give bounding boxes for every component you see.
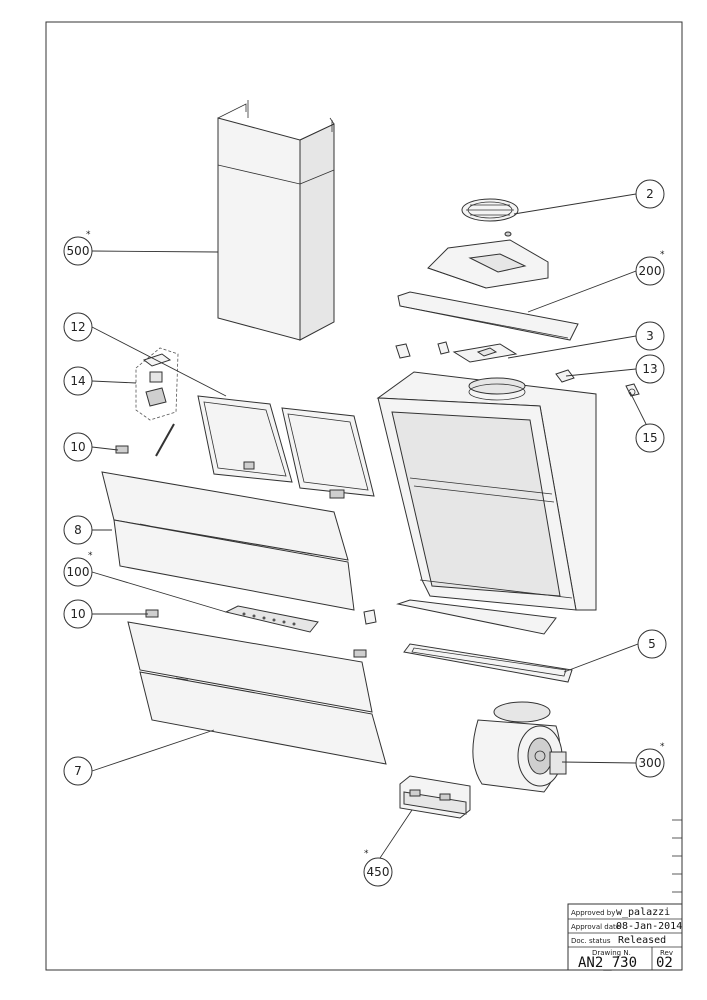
part-top-plate: [427, 239, 549, 289]
doc-status-label: Doc. status: [571, 937, 611, 945]
rev-label: Rev: [660, 949, 673, 957]
callout-7: 7: [63, 756, 93, 786]
doc-status-value: Released: [618, 935, 666, 946]
callout-450-label: 450: [367, 865, 390, 879]
part-grille: [461, 198, 519, 237]
callout-15-label: 15: [642, 431, 657, 445]
callout-300-label: 300: [639, 756, 662, 770]
callout-5-label: 5: [648, 637, 656, 651]
callout-12: 12: [63, 312, 93, 342]
rev-value: 02: [656, 955, 673, 971]
callout-10-lower-label: 10: [70, 607, 85, 621]
part-small-clips: [145, 609, 377, 658]
part-glass-panel-upper: [101, 471, 355, 611]
callout-200-star: *: [660, 250, 665, 260]
drawing-n-label: Drawing N.: [592, 949, 631, 957]
margin-ticks: [672, 819, 682, 893]
approved-by-value: w_palazzi: [616, 907, 670, 918]
callout-100: 100 *: [63, 551, 93, 587]
part-clip-10-upper: [115, 445, 129, 454]
drawing-n-value: AN2_730: [578, 955, 637, 971]
approved-by-label: Approved by: [571, 909, 615, 917]
callout-2: 2: [635, 179, 665, 209]
callout-3: 3: [635, 321, 665, 351]
callout-3-label: 3: [646, 329, 654, 343]
callout-100-label: 100: [67, 565, 90, 579]
part-main-body: [376, 371, 597, 611]
callout-8: 8: [63, 515, 93, 545]
drawing-border: [45, 21, 683, 971]
title-block: Approved by w_palazzi Approval date 08-J…: [567, 903, 683, 971]
callout-10-upper-label: 10: [70, 440, 85, 454]
part-motor: [472, 701, 567, 793]
callout-13: 13: [635, 354, 665, 384]
approval-date-value: 08-Jan-2014: [616, 921, 682, 932]
callout-5: 5: [637, 629, 667, 659]
part-brackets: [395, 341, 518, 363]
callout-12-label: 12: [70, 320, 85, 334]
part-components-group: [135, 347, 179, 421]
part-glass-panel-lower: [127, 621, 387, 765]
callout-300-star: *: [660, 742, 665, 752]
callout-500: 500 *: [63, 230, 93, 266]
callout-500-star: *: [86, 230, 91, 240]
callout-15: 15: [635, 423, 665, 453]
callout-2-label: 2: [646, 187, 654, 201]
callout-14-label: 14: [70, 374, 85, 388]
part-clip-15: [625, 383, 640, 397]
callout-8-label: 8: [74, 523, 82, 537]
callout-7-label: 7: [74, 764, 82, 778]
callout-10-upper: 10: [63, 432, 93, 462]
part-electronics-box: [399, 775, 471, 819]
callout-450: 450 *: [363, 849, 393, 887]
leader-lines: [91, 193, 647, 859]
part-bottom-plates: [396, 599, 573, 683]
part-clip-13: [555, 369, 575, 383]
part-rod: [155, 423, 175, 457]
callout-200-label: 200: [639, 264, 662, 278]
callout-13-label: 13: [642, 362, 657, 376]
callout-200: 200 *: [635, 250, 665, 286]
callout-100-star: *: [88, 551, 93, 561]
part-chimney: [217, 100, 335, 341]
part-control-panel: [224, 605, 319, 633]
callout-10-lower: 10: [63, 599, 93, 629]
callout-14: 14: [63, 366, 93, 396]
part-front-bar: [397, 291, 579, 341]
part-grease-filters: [197, 395, 375, 499]
callout-300: 300 *: [635, 742, 665, 778]
callout-500-label: 500: [67, 244, 90, 258]
callout-450-star: *: [364, 849, 369, 859]
approval-date-label: Approval date: [571, 923, 620, 931]
